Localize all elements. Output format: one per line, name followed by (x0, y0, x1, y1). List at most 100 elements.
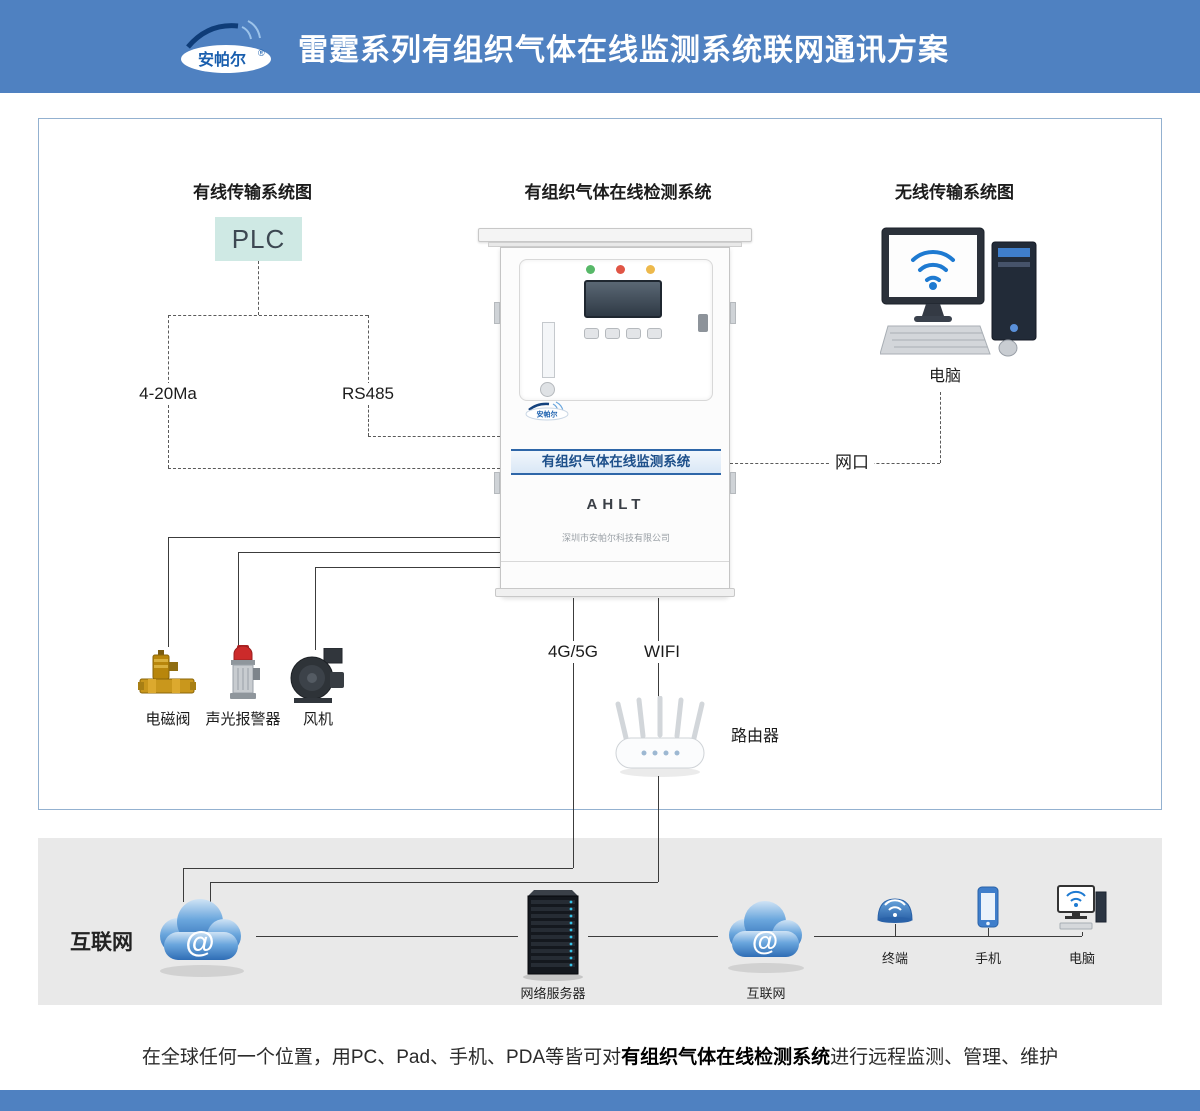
terminal-icon (877, 898, 913, 923)
computer-label: 电脑 (1068, 951, 1095, 966)
signal-420-line (168, 405, 169, 468)
fan-label: 风机 (302, 711, 333, 728)
netport-label: 网口 (830, 452, 874, 474)
footer-highlight: 有组织气体在线检测系统 (621, 1047, 831, 1068)
server-cloud-line (588, 936, 718, 937)
alarm-connector-line (238, 552, 505, 553)
wifi-line (210, 882, 211, 908)
mouse-icon (998, 339, 1018, 357)
brand-logo-text: 安帕尔 (198, 50, 246, 69)
wifi-icon (911, 250, 955, 282)
terminal-stub-line (895, 924, 896, 936)
cabinet-top-cap (478, 228, 752, 242)
phone-stub-line (988, 928, 989, 936)
cloud-endpoints-line (814, 936, 1082, 937)
indicator-light-icon (646, 265, 655, 274)
cellular-label: 4G/5G (540, 641, 606, 663)
phone-icon (977, 886, 999, 928)
cloud-server-line (256, 936, 518, 937)
wifi-label: WIFI (633, 641, 691, 663)
internet-label: 互联网 (70, 931, 133, 954)
signal-420-line (168, 315, 169, 385)
signal-rs485-line (368, 405, 369, 436)
cabinet-hinge (494, 302, 500, 324)
plc-box: PLC (215, 217, 302, 261)
solenoid-valve-icon (138, 650, 196, 694)
solenoid-valve (138, 650, 196, 702)
terminal-label: 终端 (881, 951, 908, 966)
valve-label: 电磁阀 (145, 711, 191, 728)
alarm-icon (230, 645, 260, 699)
cellular-line (573, 598, 574, 868)
brand-logo: 安帕尔 ® (178, 17, 278, 77)
page-title: 雷霆系列有组织气体在线监测系统联网通讯方案 (298, 33, 949, 67)
cabinet-latch (698, 314, 708, 332)
cabinet-hinge (730, 472, 736, 494)
section-label-center: 有组织气体在线检测系统 (524, 183, 712, 202)
signal-420-label: 4-20Ma (118, 383, 218, 405)
valve-connector-line (168, 537, 505, 538)
signal-420-line (168, 468, 505, 469)
phone-endpoint (977, 886, 999, 928)
cabinet-button (626, 328, 641, 339)
fan-icon (290, 647, 344, 703)
fan-device (288, 647, 348, 704)
cabinet-body: 安帕尔 有组织气体在线监测系统 AHLT 深圳市安帕尔科技有限公司 (494, 247, 736, 597)
internet-cloud-2: @ (718, 890, 814, 974)
cabinet-brand-text: AHLT (586, 496, 646, 513)
server-label: 网络服务器 (520, 986, 586, 1001)
pc-label: 电脑 (928, 368, 961, 385)
signal-rs485-label: RS485 (323, 383, 413, 405)
footer-prefix: 在全球任何一个位置，用PC、Pad、手机、PDA等皆可对 (141, 1047, 622, 1068)
netport-line (940, 392, 941, 463)
computer-icon (1057, 885, 1107, 930)
cloud2-label: 互联网 (746, 986, 786, 1001)
router-icon (615, 695, 705, 777)
plc-branch-line (168, 315, 368, 316)
indicator-light-icon (616, 265, 625, 274)
signal-rs485-line (368, 436, 505, 437)
section-label-wireless: 无线传输系统图 (895, 183, 1014, 202)
cabinet-hinge (730, 302, 736, 324)
terminal-endpoint (875, 892, 915, 924)
footer-suffix: 进行远程监测、管理、维护 (830, 1047, 1059, 1068)
sensor-port (540, 382, 555, 397)
server-icon (523, 890, 583, 981)
valve-connector-line (168, 537, 169, 647)
router (612, 695, 708, 780)
cabinet-brand-logo: 安帕尔 (523, 401, 571, 426)
alarm-connector-line (238, 552, 239, 647)
network-server (518, 888, 588, 983)
cellular-line (183, 868, 573, 869)
footer-note: 在全球任何一个位置，用PC、Pad、手机、PDA等皆可对有组织气体在线检测系统进… (0, 1042, 1200, 1069)
cabinet-button (647, 328, 662, 339)
cloud-icon: @ (728, 901, 804, 973)
desktop-computer-icon (879, 227, 1037, 357)
computer-endpoint (1056, 884, 1108, 932)
section-label-wired: 有线传输系统图 (193, 183, 312, 202)
monitor-cabinet: 安帕尔 有组织气体在线监测系统 AHLT 深圳市安帕尔科技有限公司 (478, 228, 752, 598)
at-symbol: @ (752, 926, 778, 956)
plc-connector-line (258, 261, 259, 315)
brand-logo-reg: ® (258, 48, 265, 58)
fan-connector-line (315, 567, 316, 650)
cabinet-button (605, 328, 620, 339)
internet-cloud-1: @ (148, 888, 256, 978)
cabinet-banner: 有组织气体在线监测系统 (511, 449, 721, 475)
cabinet-top-lip (488, 242, 742, 247)
cabinet-divider (501, 561, 729, 562)
signal-rs485-line (368, 315, 369, 385)
cabinet-hinge (494, 472, 500, 494)
brand-logo-icon: 安帕尔 ® (181, 19, 271, 73)
cabinet-bottom-flange (495, 588, 735, 597)
phone-label: 手机 (974, 951, 1001, 966)
diagram-frame (38, 118, 1162, 810)
computer-stub-line (1082, 932, 1083, 936)
indicator-light-icon (586, 265, 595, 274)
router-label: 路由器 (730, 728, 779, 745)
desktop-computer (879, 226, 1045, 358)
cabinet-company-text: 深圳市安帕尔科技有限公司 (561, 533, 670, 543)
cabinet-logo-text: 安帕尔 (537, 410, 558, 419)
cabinet-button (584, 328, 599, 339)
header-bar: 安帕尔 ® 雷霆系列有组织气体在线监测系统联网通讯方案 (0, 0, 1200, 93)
